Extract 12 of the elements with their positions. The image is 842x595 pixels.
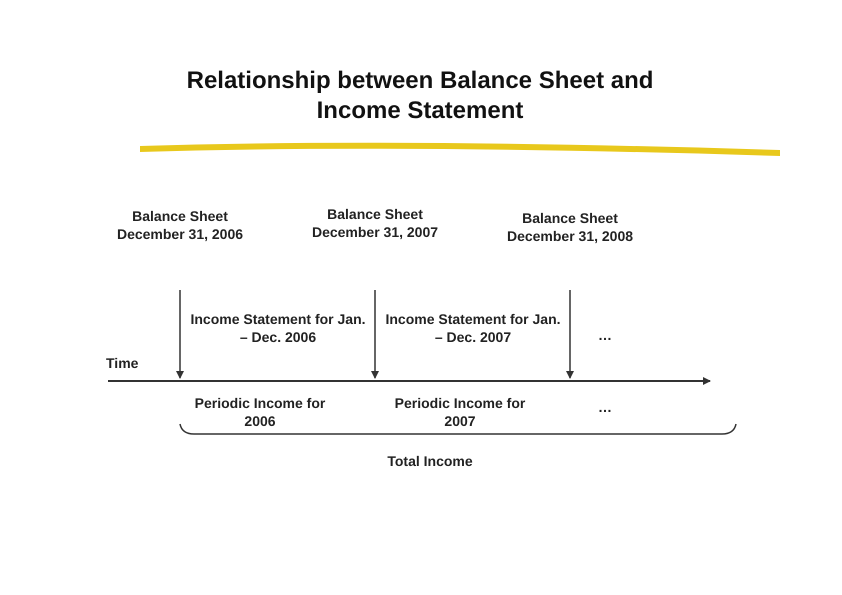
balance-sheet-label: Balance Sheet December 31, 2007 xyxy=(310,205,440,241)
income-statement-label: Income Statement for Jan. – Dec. 2006 xyxy=(189,310,367,346)
slide-title: Relationship between Balance Sheet and Income Statement xyxy=(186,66,654,126)
balance-sheet-label: Balance Sheet December 31, 2008 xyxy=(506,209,634,245)
periodic-income-label: Periodic Income for 2007 xyxy=(394,394,526,430)
ellipsis: … xyxy=(597,326,613,344)
ellipsis: … xyxy=(597,398,613,416)
total-income-label: Total Income xyxy=(386,452,474,470)
balance-sheet-label: Balance Sheet December 31, 2006 xyxy=(116,207,244,243)
periodic-income-label: Periodic Income for 2006 xyxy=(194,394,326,430)
axis-label: Time xyxy=(106,354,140,372)
income-statement-label: Income Statement for Jan. – Dec. 2007 xyxy=(384,310,562,346)
